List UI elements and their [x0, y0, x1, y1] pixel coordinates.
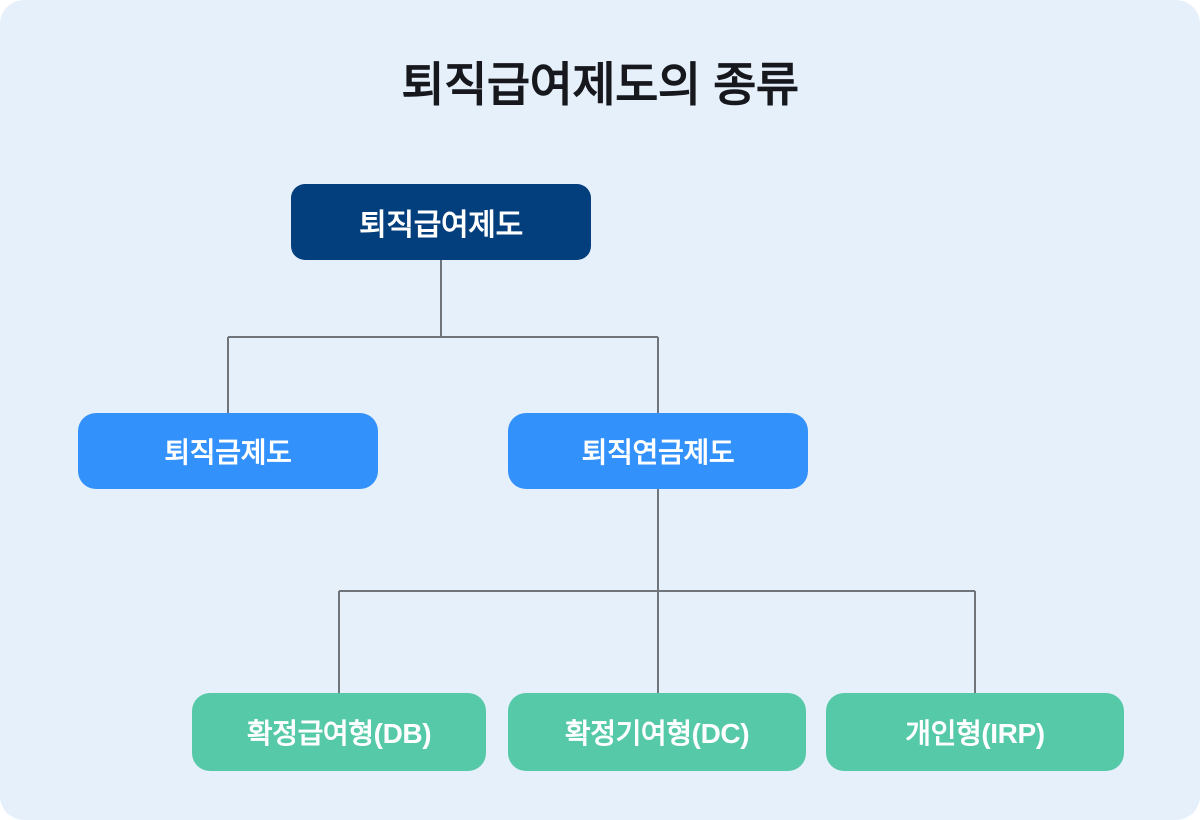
node-defined-benefit-db[interactable]: 확정급여형(DB)	[192, 693, 486, 771]
node-individual-retirement-pension-irp[interactable]: 개인형(IRP)	[826, 693, 1124, 771]
page-title: 퇴직급여제도의 종류	[401, 58, 799, 111]
node-severance-pay-system[interactable]: 퇴직금제도	[78, 413, 378, 489]
node-retirement-pension-system[interactable]: 퇴직연금제도	[508, 413, 808, 489]
node-defined-contribution-dc[interactable]: 확정기여형(DC)	[508, 693, 806, 771]
node-retirement-benefit-system[interactable]: 퇴직급여제도	[291, 184, 591, 260]
